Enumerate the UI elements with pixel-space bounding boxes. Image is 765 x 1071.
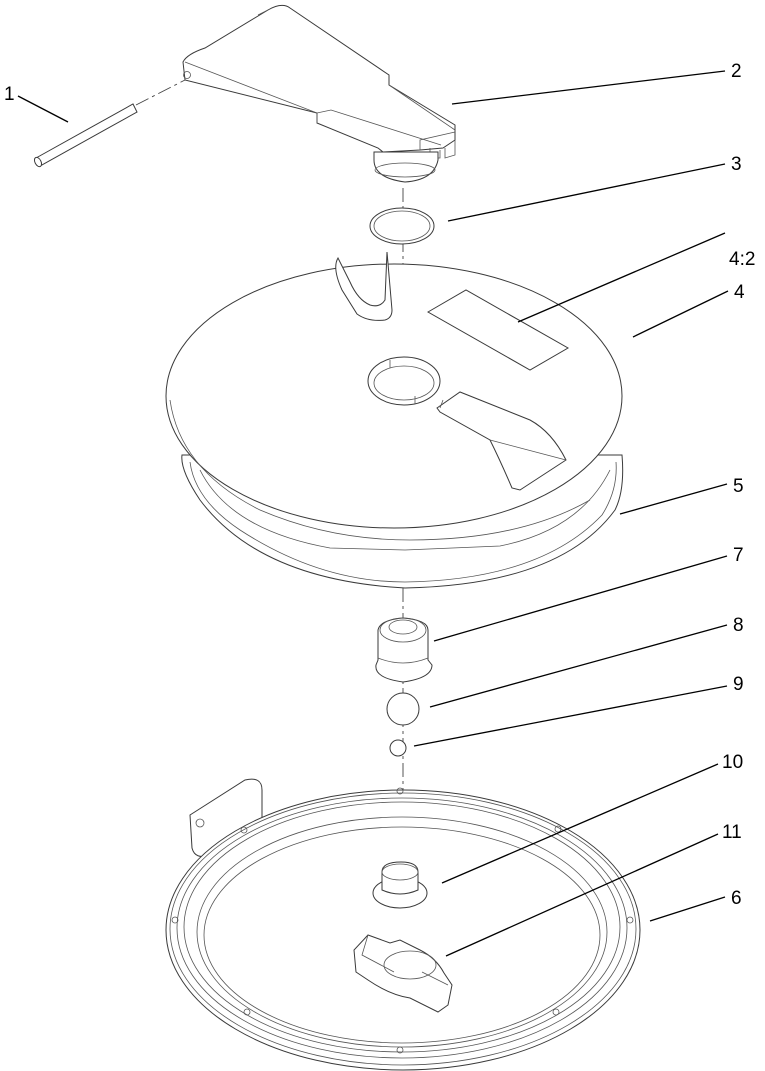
- callout-4-2: 4:2: [729, 249, 756, 270]
- part-10-flanged-bushing[interactable]: [372, 861, 428, 909]
- callout-2: 2: [731, 61, 742, 82]
- part-1-pin[interactable]: [33, 103, 138, 168]
- part-7-bushing[interactable]: [375, 617, 433, 683]
- leader-lines: [17, 70, 729, 957]
- callout-7: 7: [733, 545, 744, 566]
- callout-10: 10: [722, 752, 744, 773]
- callout-3: 3: [731, 154, 742, 175]
- callout-9: 9: [733, 674, 744, 695]
- callout-5: 5: [733, 476, 744, 497]
- callout-1: 1: [4, 84, 15, 105]
- part-4-2-decal[interactable]: [426, 289, 570, 371]
- part-6-base-ring-housing[interactable]: [165, 778, 641, 1071]
- part-8-ball-large[interactable]: [386, 692, 420, 726]
- part-3-o-ring[interactable]: [369, 207, 435, 245]
- callout-11: 11: [722, 822, 742, 843]
- part-11-hub-bracket[interactable]: [353, 934, 453, 1013]
- callout-4: 4: [734, 282, 745, 303]
- part-9-ball-small[interactable]: [389, 739, 407, 757]
- pin-axis: [135, 79, 186, 106]
- callout-8: 8: [733, 615, 744, 636]
- callout-6: 6: [731, 888, 742, 909]
- part-2-arm[interactable]: [182, 4, 456, 183]
